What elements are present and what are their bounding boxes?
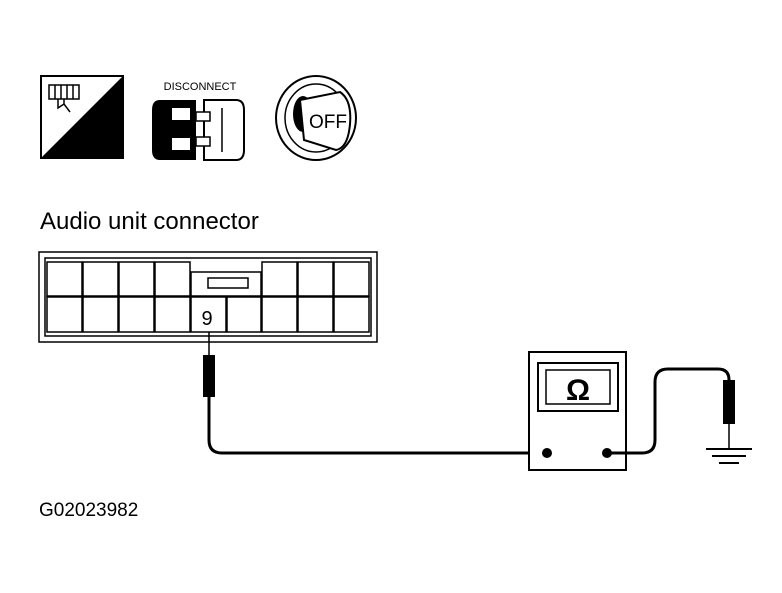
harness-connector-icon: H.S. <box>40 75 124 159</box>
disconnect-label: DISCONNECT <box>164 81 237 93</box>
pin-label: 9 <box>201 308 212 330</box>
ignition-off-label: OFF <box>309 112 347 133</box>
ohmmeter-icon: Ω <box>528 351 627 471</box>
ohm-symbol: Ω <box>566 374 590 407</box>
ignition-key-off-icon: OFF <box>275 75 357 161</box>
meter-probe-left <box>203 332 215 440</box>
disconnect-connector-icon: DISCONNECT <box>152 81 245 161</box>
ground-symbol-icon <box>706 448 752 464</box>
pin-9-cavity <box>190 296 227 333</box>
test-lead-wire-left <box>207 439 547 455</box>
audio-unit-connector: 9 <box>38 251 378 343</box>
harness-label: H.S. <box>85 137 120 157</box>
meter-probe-right <box>723 380 735 448</box>
figure-id: G02023982 <box>39 500 138 521</box>
meter-terminal-left <box>542 448 552 458</box>
test-lead-wire-right <box>607 367 731 455</box>
connector-title: Audio unit connector <box>40 208 259 235</box>
